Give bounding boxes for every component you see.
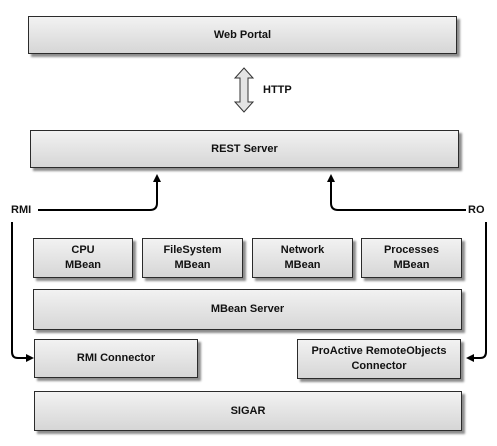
web-portal-label: Web Portal	[213, 28, 272, 41]
rest-server-label: REST Server	[211, 142, 278, 155]
rmi-connector-box: RMI Connector	[34, 339, 198, 378]
rest-server-box: REST Server	[30, 130, 459, 168]
rmi-label: RMI	[11, 204, 32, 216]
mbean-server-label: MBean Server	[210, 303, 285, 315]
proactive-connector-box: ProActive RemoteObjects Connector	[297, 339, 461, 379]
web-portal-box: Web Portal	[28, 16, 457, 54]
ro-label: RO	[468, 204, 485, 216]
processes-mbean-label: Processes MBean	[383, 244, 440, 271]
sigar-box: SIGAR	[34, 391, 462, 431]
mbean-server-box: MBean Server	[33, 289, 462, 330]
ro-to-connector-arrow	[466, 222, 487, 362]
filesystem-mbean-box: FileSystem MBean	[142, 238, 243, 278]
filesystem-mbean-label: FileSystem MBean	[163, 244, 222, 271]
network-mbean-label: Network MBean	[280, 244, 325, 271]
processes-mbean-box: Processes MBean	[361, 238, 462, 278]
network-mbean-box: Network MBean	[252, 238, 353, 278]
ro-to-rest-arrow	[327, 174, 466, 211]
cpu-mbean-label: CPU MBean	[64, 244, 102, 271]
rmi-to-connector-arrow	[11, 222, 34, 362]
proactive-connector-label: ProActive RemoteObjects Connector	[311, 345, 447, 372]
cpu-mbean-box: CPU MBean	[33, 238, 133, 278]
http-label: HTTP	[263, 84, 292, 96]
http-double-arrow	[233, 67, 255, 113]
rmi-to-rest-arrow	[38, 174, 161, 211]
rmi-connector-label: RMI Connector	[76, 352, 156, 364]
sigar-label: SIGAR	[230, 404, 266, 417]
